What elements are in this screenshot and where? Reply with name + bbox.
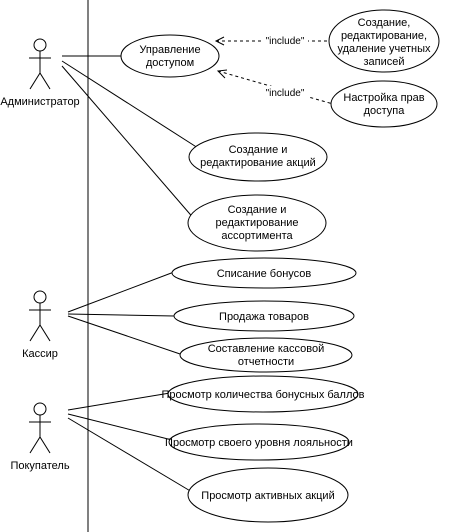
svg-text:ассортимента: ассортимента (221, 230, 293, 242)
actor-buyer-label: Покупатель (10, 460, 69, 472)
actor-admin-head-icon (33, 38, 47, 52)
svg-text:Просмотр активных акций: Просмотр активных акций (201, 490, 334, 502)
svg-text:записей: записей (363, 56, 404, 68)
svg-text:Списание бонусов: Списание бонусов (217, 268, 312, 280)
svg-text:редактирование,: редактирование, (341, 30, 427, 42)
include-arrowhead-accounts (214, 36, 225, 46)
svg-text:редактирование: редактирование (215, 217, 298, 229)
usecase-sales[interactable]: Продажа товаров (173, 300, 355, 332)
assoc-cashier-writeoff (67, 271, 175, 313)
assoc-admin-assortment (61, 65, 203, 229)
actor-cashier-head-icon (33, 290, 47, 304)
actor-admin[interactable]: Администратор (0, 38, 80, 108)
svg-text:Просмотр количества бонусных б: Просмотр количества бонусных баллов (162, 389, 365, 401)
actor-buyer-head-icon (33, 402, 47, 416)
svg-text:Создание и: Создание и (229, 144, 288, 156)
svg-text:доступа: доступа (364, 105, 406, 117)
include-label-1: "include" (266, 36, 305, 47)
svg-text:Создание и: Создание и (228, 204, 287, 216)
associations (61, 55, 203, 493)
usecase-rights[interactable]: Настройка прав доступа (330, 80, 438, 128)
actor-buyer[interactable]: Покупатель (10, 402, 70, 472)
svg-text:Просмотр своего уровня лояльно: Просмотр своего уровня лояльности (165, 437, 353, 449)
actor-cashier-label: Кассир (22, 348, 58, 360)
include-label-bg-2 (262, 86, 308, 99)
usecase-access[interactable]: Управление доступом (120, 34, 220, 78)
include-relations: "include" "include" (214, 34, 334, 105)
svg-text:Настройка прав: Настройка прав (343, 92, 424, 104)
assoc-admin-promos (61, 60, 199, 149)
usecase-view-loyalty[interactable]: Просмотр своего уровня лояльности (165, 423, 353, 461)
assoc-cashier-report (67, 315, 187, 357)
svg-text:Управление: Управление (139, 44, 200, 56)
actor-admin-label: Администратор (0, 96, 79, 108)
svg-text:удаление учетных: удаление учетных (337, 43, 431, 55)
usecase-write-off[interactable]: Списание бонусов (171, 257, 357, 289)
assoc-buyer-loyalty (67, 413, 173, 441)
include-arrowhead-rights (216, 69, 228, 79)
svg-text:Составление кассовой: Составление кассовой (208, 343, 325, 355)
svg-text:Продажа товаров: Продажа товаров (219, 311, 309, 323)
include-label-2: "include" (266, 88, 305, 99)
usecase-accounts[interactable]: Создание, редактирование, удаление учетн… (328, 9, 440, 73)
svg-text:отчетности: отчетности (238, 356, 294, 368)
include-line-rights (217, 70, 334, 105)
usecase-cash-report[interactable]: Составление кассовой отчетности (179, 337, 353, 373)
assoc-cashier-sales (67, 313, 175, 317)
assoc-buyer-points (67, 392, 171, 411)
svg-text:доступом: доступом (146, 57, 194, 69)
svg-text:редактирование акций: редактирование акций (200, 157, 316, 169)
svg-text:Создание,: Создание, (358, 17, 411, 29)
usecase-assortment[interactable]: Создание и редактирование ассортимента (187, 194, 327, 252)
actor-cashier[interactable]: Кассир (22, 290, 58, 360)
usecase-promos[interactable]: Создание и редактирование акций (188, 132, 328, 182)
assoc-buyer-promos (67, 417, 193, 493)
include-label-bg-1 (262, 34, 308, 47)
usecase-view-promos[interactable]: Просмотр активных акций (187, 467, 349, 523)
usecase-view-points[interactable]: Просмотр количества бонусных баллов (162, 375, 365, 413)
